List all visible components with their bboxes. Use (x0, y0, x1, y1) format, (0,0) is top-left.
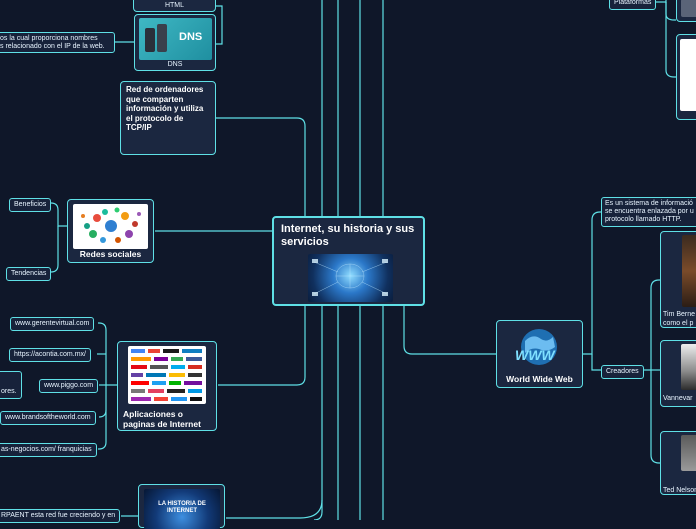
history-image-text: LA HISTORIA DE INTERNET (158, 501, 206, 514)
platform-image-2 (680, 39, 696, 111)
redes-sociales-image (73, 204, 148, 249)
app-link-1[interactable]: www.gerentevirtual.com (10, 317, 95, 331)
www-logo: WWW (511, 325, 569, 369)
aplicaciones-title: Aplicaciones o paginas de Internet (123, 409, 201, 429)
creator-caption-1b: como el p (663, 320, 694, 327)
history-note[interactable]: RPAENT esta red fue creciendo y en (0, 509, 121, 523)
www-definition-line2: se encuentra enlazada por u (605, 208, 694, 215)
redes-sociales-title: Redes sociales (79, 249, 142, 259)
creator-caption-2: Vannevar (663, 395, 693, 402)
red-ordenadores-node[interactable]: Red de ordenadores que comparten informa… (120, 81, 216, 155)
app-link-3[interactable]: www.piggo.com (39, 379, 99, 393)
server-icon (145, 28, 155, 52)
platform-card-2[interactable] (676, 34, 696, 120)
creator-card-1[interactable]: Tim Berne como el p (660, 231, 696, 328)
dns-note-line2: s relacionado con el IP de la web. (0, 43, 105, 50)
plataformas-tag[interactable]: Plataformas (609, 0, 657, 10)
center-title: Internet, su historia y sus servicios (281, 223, 415, 248)
dns-note[interactable]: os la cual proporciona nombres s relacio… (0, 32, 115, 53)
dns-caption: DNS (167, 61, 183, 68)
creator-caption-3: Ted Nelson (663, 487, 696, 494)
server-icon-2 (157, 24, 167, 52)
platform-card-1[interactable] (676, 0, 696, 22)
creator-photo-1 (682, 235, 696, 307)
creator-card-2[interactable]: Vannevar (660, 340, 696, 407)
html-caption: HTML (164, 2, 185, 9)
apps-side-note[interactable]: ores. (0, 371, 22, 399)
creator-card-3[interactable]: Ted Nelson (660, 431, 696, 495)
creator-photo-3 (681, 435, 696, 471)
platform-image-1 (681, 0, 696, 17)
aplicaciones-node[interactable]: Aplicaciones o paginas de Internet (117, 341, 217, 431)
dns-note-line1: os la cual proporciona nombres (0, 35, 98, 42)
creadores-tag[interactable]: Creadores (601, 365, 644, 379)
aplicaciones-image (128, 346, 206, 404)
apps-side-note-text: ores. (1, 388, 17, 395)
center-node[interactable]: Internet, su historia y sus servicios (272, 216, 425, 306)
html-node[interactable]: HTML (133, 0, 216, 12)
red-ordenadores-text: Red de ordenadores que comparten informa… (126, 85, 204, 132)
center-image (308, 254, 393, 302)
www-logo-text: WWW (515, 347, 555, 363)
www-definition-line3: protocolo llamado HTTP. (605, 216, 682, 223)
tendencias-tag[interactable]: Tendencias (6, 267, 52, 281)
history-node[interactable]: LA HISTORIA DE INTERNET (138, 484, 225, 529)
redes-sociales-node[interactable]: Redes sociales (67, 199, 154, 263)
www-definition[interactable]: Es un sistema de informació se encuentra… (601, 197, 696, 227)
app-link-4[interactable]: www.brandsoftheworld.com (0, 411, 96, 425)
www-definition-line1: Es un sistema de informació (605, 200, 693, 207)
dns-node[interactable]: DNS DNS (134, 14, 216, 71)
www-title: World Wide Web (506, 374, 573, 384)
www-node[interactable]: WWW World Wide Web (496, 320, 583, 388)
creator-caption-1a: Tim Berne (663, 311, 696, 318)
dns-logo-text: DNS (179, 31, 203, 43)
app-link-5[interactable]: as-negocios.com/ franquicias (0, 443, 97, 457)
app-link-2[interactable]: https://acontia.com.mx/ (9, 348, 91, 362)
beneficios-tag[interactable]: Beneficios (9, 198, 52, 212)
creator-photo-2 (681, 344, 696, 390)
dns-image: DNS (139, 18, 212, 60)
history-image: LA HISTORIA DE INTERNET (144, 489, 220, 529)
